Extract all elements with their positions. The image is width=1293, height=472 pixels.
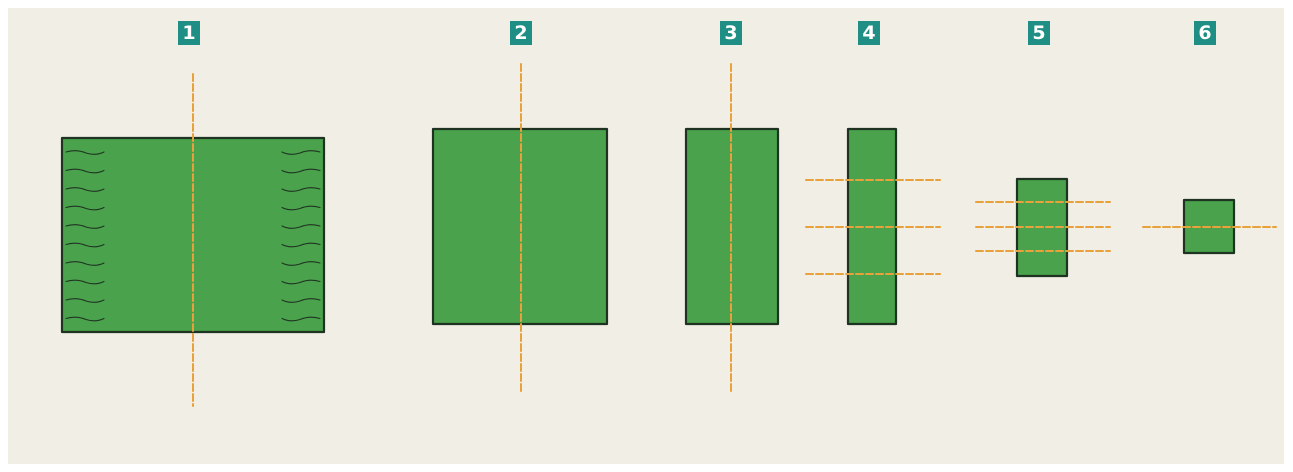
step-badge-1: 1 <box>178 21 200 45</box>
diagram-panel: 1 2 3 4 5 6 <box>8 8 1284 464</box>
folding-diagram <box>8 8 1284 464</box>
sheet-layer <box>62 129 1234 332</box>
step-badge-4: 4 <box>858 21 880 45</box>
step-badge-3: 3 <box>720 21 742 45</box>
step-badge-5: 5 <box>1028 21 1050 45</box>
step-badge-6: 6 <box>1194 21 1216 45</box>
step-badge-2: 2 <box>510 21 532 45</box>
